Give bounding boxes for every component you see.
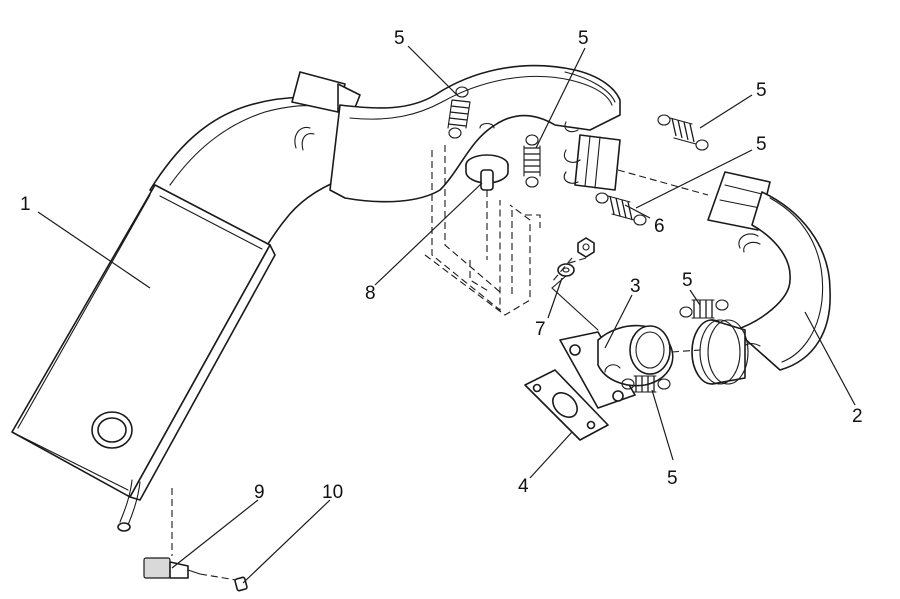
exhaust-pipe xyxy=(691,171,831,385)
hook-clips xyxy=(563,121,581,184)
nut xyxy=(577,237,595,258)
leader-lines xyxy=(37,45,856,584)
connector-sleeve xyxy=(574,134,621,191)
washer xyxy=(557,263,575,277)
callout-5-top-left: 5 xyxy=(394,28,405,49)
spring-top-left xyxy=(447,86,471,139)
spring-right-upper xyxy=(595,192,647,226)
callout-4: 4 xyxy=(518,476,529,497)
callout-3: 3 xyxy=(630,276,641,297)
connector-pipe xyxy=(329,64,621,203)
callout-5-right-mid: 5 xyxy=(682,270,693,291)
callout-6: 6 xyxy=(654,216,665,237)
callout-8: 8 xyxy=(365,283,376,304)
drain-plug xyxy=(143,557,201,579)
callout-5-top-right: 5 xyxy=(756,80,767,101)
muffler xyxy=(11,71,361,532)
callout-9: 9 xyxy=(254,482,265,503)
drain-cap xyxy=(234,576,248,592)
callout-5-top-center: 5 xyxy=(578,28,589,49)
mount-bracket xyxy=(424,145,541,316)
gasket xyxy=(524,369,609,441)
callout-5-bottom: 5 xyxy=(667,468,678,489)
spring-top-right xyxy=(657,114,709,151)
spring-right-mid xyxy=(679,299,729,319)
callout-2: 2 xyxy=(852,406,863,427)
grommet xyxy=(465,122,509,260)
exhaust-flange xyxy=(559,324,674,409)
callout-5-right-upper: 5 xyxy=(756,134,767,155)
callout-1: 1 xyxy=(20,194,31,215)
spring-top-center xyxy=(523,134,541,188)
callout-7: 7 xyxy=(535,319,546,340)
callout-10: 10 xyxy=(322,482,343,503)
callout-labels: 1 2 3 4 5 5 5 5 5 5 6 7 8 9 10 xyxy=(20,28,863,503)
